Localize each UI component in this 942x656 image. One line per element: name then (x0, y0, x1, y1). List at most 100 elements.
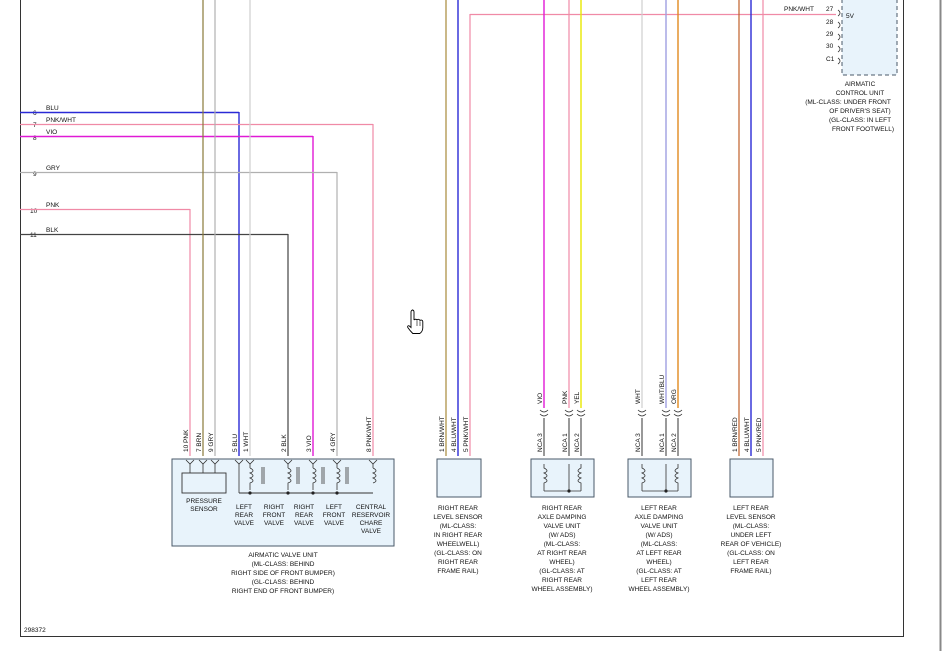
lrls-caption-6: (GL-CLASS: ON (727, 550, 775, 557)
ldu-caption-9: LEFT REAR (641, 577, 677, 584)
figure-id: 298372 (24, 627, 46, 634)
pin-6-number: 6 (33, 110, 37, 117)
rrls-caption-7: RIGHT REAR (438, 559, 478, 566)
rrls-caption-4: IN RIGHT REAR (434, 532, 483, 539)
ldu-caption-10: WHEEL ASSEMBLY) (628, 586, 689, 593)
acu-pin-29: 29 (826, 31, 834, 38)
rdu-pin-1: NCA 1 (562, 433, 569, 452)
valve-unit-caption-1: AIRMATIC VALVE UNIT (248, 552, 317, 559)
rdu-caption-10: WHEEL ASSEMBLY) (531, 586, 592, 593)
valve-central-l2: RESERVOIR (352, 512, 390, 519)
valve-pin-4-label: 4 GRY (330, 432, 337, 452)
acu-caption-3: (ML-CLASS: UNDER FRONT (805, 99, 891, 106)
airmatic-valve-unit: 10 PNK 7 BRN 9 GRY 5 BLU 1 WHT 2 BLK 3 V… (171, 417, 395, 595)
acu-5v-label: 5V (846, 13, 855, 20)
valve-central-l1: CENTRAL (356, 504, 387, 511)
rrls-pin-5: 5 PNK/WHT (463, 417, 470, 452)
pin-10-wire: PNK (46, 202, 60, 209)
ldu-caption-4: (W/ ADS) (645, 532, 672, 539)
pin-8-wire: VIO (46, 129, 57, 136)
ldu-pin-3: NCA 3 (635, 433, 642, 452)
valve-right-rear-l1: RIGHT (294, 504, 314, 511)
airmatic-control-unit: PNK/WHT 5V 27 28 29 30 C1 AIRMATIC CONTR… (784, 0, 898, 133)
acu-caption-5: (GL-CLASS: IN LEFT (829, 117, 891, 124)
valve-pin-10-label: 10 PNK (183, 429, 190, 452)
acu-wire-label: PNK/WHT (784, 6, 814, 13)
rrls-caption-6: (GL-CLASS: ON (434, 550, 482, 557)
rrls-pin-1: 1 BRN/WHT (439, 416, 446, 452)
lrls-caption-2: LEVEL SENSOR (726, 514, 776, 521)
valve-right-rear-l2: REAR (295, 512, 313, 519)
lrls-caption-5: REAR OF VEHICLE) (721, 541, 782, 548)
valve-central-l4: VALVE (361, 528, 382, 535)
valve-unit-caption-5: RIGHT END OF FRONT BUMPER) (232, 588, 334, 595)
valve-pin-3-label: 3 VIO (306, 435, 313, 452)
acu-caption-2: CONTROL UNIT (836, 90, 885, 97)
ldu-wire-2: WHT/BLU (659, 374, 666, 404)
lrls-pin-4: 4 BLU/WHT (744, 417, 751, 452)
lrls-caption-3: (ML-CLASS: (733, 523, 770, 530)
valve-pin-9-label: 9 GRY (208, 432, 215, 452)
valve-left-front-l2: FRONT (323, 512, 345, 519)
lrls-caption-8: FRAME RAIL) (730, 568, 771, 575)
pin-7-wire: PNK/WHT (46, 117, 76, 124)
pressure-sensor-label-1: PRESSURE (186, 498, 222, 505)
lrls-pin-5: 5 PNK/RED (756, 417, 763, 452)
left-rear-level-sensor: 1 BRN/RED 4 BLU/WHT 5 PNK/RED LEFT REAR … (721, 0, 782, 575)
ldu-caption-5: (ML-CLASS: (641, 541, 678, 548)
pin-7-number: 7 (33, 122, 37, 129)
rrls-pin-4: 4 BLU/WHT (451, 417, 458, 452)
hand-pointer-icon (407, 309, 424, 334)
left-rear-damping-unit: WHT WHT/BLU ORG NCA 3 NCA 1 NCA 2 LEFT R… (627, 0, 692, 593)
rdu-caption-9: RIGHT REAR (542, 577, 582, 584)
valve-right-front-l3: VALVE (264, 520, 285, 527)
acu-pin-30: 30 (826, 43, 834, 50)
acu-pin-c1: C1 (826, 56, 835, 63)
valve-unit-caption-3: RIGHT SIDE OF FRONT BUMPER) (231, 570, 335, 577)
ldu-caption-6: AT LEFT REAR (636, 550, 681, 557)
rdu-pin-2: NCA 2 (574, 433, 581, 452)
valve-pin-7-label: 7 BRN (196, 433, 203, 452)
rdu-wire-1: VIO (537, 393, 544, 404)
valve-right-front-l1: RIGHT (264, 504, 284, 511)
pin-9-number: 9 (33, 171, 37, 178)
right-rear-damping-unit: VIO PNK YEL NCA 3 NCA 1 NCA 2 RIGHT REAR… (530, 0, 595, 593)
acu-caption-4: OF DRIVER'S SEAT) (829, 108, 890, 115)
rdu-wire-3: YEL (574, 391, 581, 404)
valve-right-front-l2: FRONT (263, 512, 285, 519)
valve-pin-5-label: 5 BLU (232, 434, 239, 452)
ldu-caption-1: LEFT REAR (641, 505, 677, 512)
valve-right-rear-l3: VALVE (294, 520, 315, 527)
rdu-caption-4: (W/ ADS) (548, 532, 575, 539)
pin-10-number: 10 (30, 208, 38, 215)
acu-pin-28: 28 (826, 19, 834, 26)
ldu-pin-1: NCA 1 (659, 433, 666, 452)
rdu-wire-2: PNK (562, 390, 569, 404)
left-connector: 6 BLU 7 PNK/WHT 8 VIO 9 GRY 10 PNK 11 BL… (20, 0, 374, 456)
pressure-sensor-label-2: SENSOR (190, 506, 218, 513)
rrls-caption-3: (ML-CLASS: (440, 523, 477, 530)
rdu-caption-7: WHEEL) (549, 559, 574, 566)
ldu-pin-2: NCA 2 (671, 433, 678, 452)
ldu-wire-1: WHT (635, 389, 642, 404)
pin-11-wire: BLK (46, 227, 59, 234)
pin-11-number: 11 (30, 232, 37, 239)
ldu-caption-7: WHEEL) (646, 559, 671, 566)
rdu-caption-8: (GL-CLASS: AT (539, 568, 584, 575)
lrls-caption-7: LEFT REAR (733, 559, 769, 566)
valve-unit-caption-2: (ML-CLASS: BEHIND (252, 561, 315, 568)
pin-6-wire: BLU (46, 105, 59, 112)
lrls-caption-4: UNDER LEFT (731, 532, 772, 539)
valve-left-front-l3: VALVE (324, 520, 345, 527)
pin-9-wire: GRY (46, 165, 61, 172)
ldu-caption-8: (GL-CLASS: AT (636, 568, 681, 575)
rdu-caption-2: AXLE DAMPING (538, 514, 587, 521)
rdu-caption-3: VALVE UNIT (544, 523, 581, 530)
rdu-caption-5: (ML-CLASS: (544, 541, 581, 548)
rrls-caption-2: LEVEL SENSOR (433, 514, 483, 521)
valve-unit-caption-4: (GL-CLASS: BEHIND (252, 579, 315, 586)
valve-left-rear-l1: LEFT (236, 504, 252, 511)
right-rear-level-sensor: 1 BRN/WHT 4 BLU/WHT 5 PNK/WHT RIGHT REAR… (433, 0, 836, 575)
